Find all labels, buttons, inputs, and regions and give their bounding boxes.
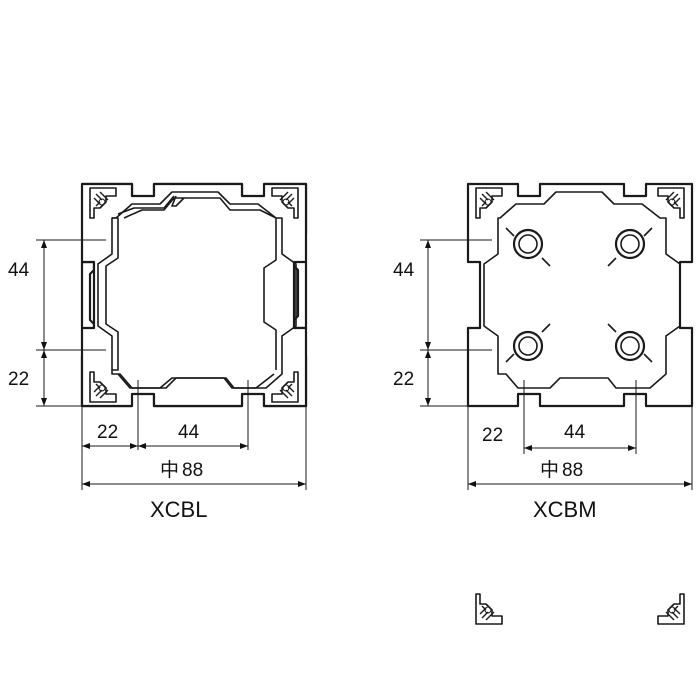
xcbl-dim-overall-symbol: 中 [160, 459, 179, 481]
xcbm-dim-overall-symbol: 中 [540, 459, 559, 481]
xcbl-dim-bottom-left: 22 [97, 422, 118, 443]
xcbl-dim-overall-value: 88 [182, 460, 203, 481]
xcbm-dim-bottom-mid: 44 [564, 422, 586, 443]
xcbl-dim-left-bottom: 22 [8, 369, 29, 390]
xcbm-dim-bottom-left: 22 [482, 425, 503, 446]
xcbl-caption: XCBL [150, 497, 207, 522]
profile-xcbl: 44 22 22 44 中 88 XCBL [8, 182, 308, 522]
xcbl-dim-left-top: 44 [8, 260, 30, 281]
xcbl-dim-bottom-mid: 44 [178, 422, 200, 443]
profile-xcbm: 44 22 22 44 中 88 XCBM [393, 182, 694, 625]
xcbl-dimensions [36, 239, 307, 490]
xcbm-bore-holes [505, 227, 653, 363]
xcbm-dim-overall-value: 88 [562, 460, 583, 481]
xcbm-dimensions [420, 239, 693, 490]
xcbm-dim-left-bottom: 22 [393, 369, 414, 390]
xcbm-inner-cavity [483, 191, 681, 389]
xcbm-caption: XCBM [533, 497, 597, 522]
xcbm-dim-left-top: 44 [393, 260, 415, 281]
